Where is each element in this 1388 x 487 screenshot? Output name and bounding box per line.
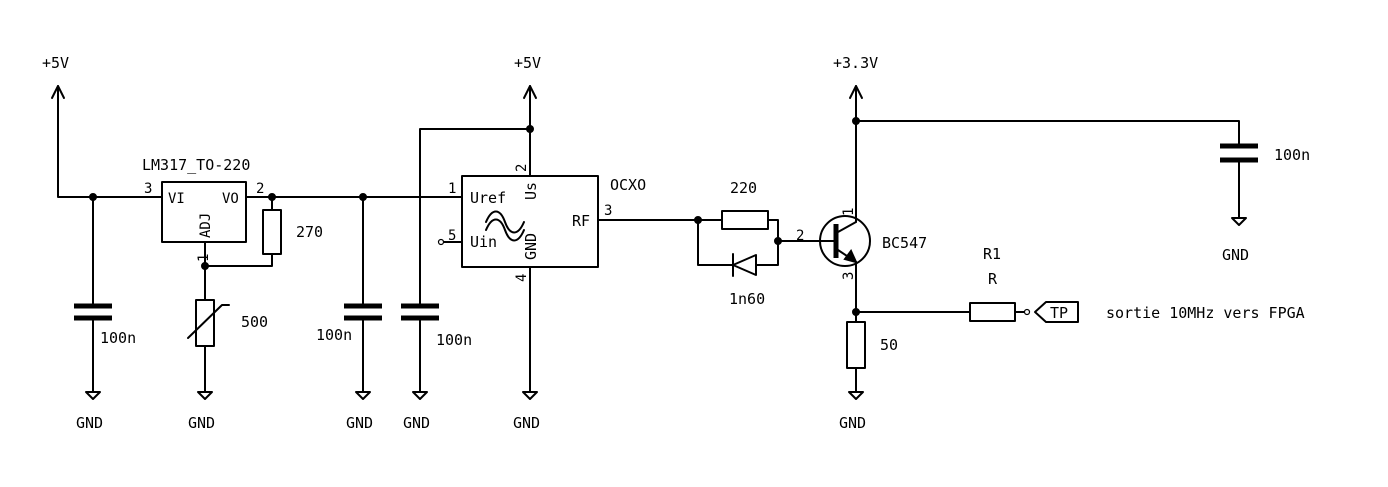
- ground-label: GND: [403, 414, 430, 432]
- ground-symbol: GND: [188, 391, 215, 432]
- pin-number: 3: [144, 181, 152, 197]
- ground-label: GND: [1222, 246, 1249, 264]
- ground-label: GND: [513, 414, 540, 432]
- capacitor-value: 100n: [436, 331, 472, 349]
- test-point-description: sortie 10MHz vers FPGA: [1106, 304, 1305, 322]
- diode-value: 1n60: [729, 290, 765, 308]
- ground-label: GND: [76, 414, 103, 432]
- ground-symbol: GND: [346, 391, 373, 432]
- resistor-220: 220: [721, 179, 769, 230]
- oscillator-ref: OCXO: [610, 176, 646, 194]
- pin-label-vo: VO: [222, 191, 239, 207]
- capacitor-value: 100n: [1274, 146, 1310, 164]
- potentiometer-500: 500: [187, 299, 268, 347]
- connection-point-icon: [1023, 308, 1031, 316]
- junctions: [89, 117, 860, 316]
- pin-number: 2: [514, 164, 530, 172]
- power-label: +3.3V: [833, 54, 878, 72]
- ground-label: GND: [346, 414, 373, 432]
- resistor-value: 270: [296, 223, 323, 241]
- resistor-50: 50: [846, 321, 898, 369]
- power-label: +5V: [514, 54, 541, 72]
- sine-wave-icon: [485, 218, 525, 242]
- pin-label-adj: ADJ: [198, 213, 214, 238]
- transistor-bc547: BC547 1 2 3: [796, 208, 927, 280]
- pin-label-vi: VI: [168, 191, 185, 207]
- pin-number: 1: [196, 254, 212, 262]
- capacitor-c1: 100n: [74, 303, 136, 347]
- capacitor-value: 100n: [316, 326, 352, 344]
- ground-label: GND: [188, 414, 215, 432]
- oscillator-ocxo: OCXO Uref Uin RF Us GND 1 5 3 2 4: [437, 164, 646, 282]
- regulator-lm317: LM317_TO-220 VI VO ADJ 3 2 1: [142, 156, 264, 262]
- power-symbol-5v-center: +5V: [514, 54, 541, 99]
- resistor-r1: R1 R: [969, 245, 1016, 322]
- pin-label-us: Us: [522, 182, 540, 200]
- pin-number: 5: [448, 228, 456, 244]
- test-point: TP sortie 10MHz vers FPGA: [1023, 301, 1305, 323]
- pin-number: 3: [841, 272, 857, 280]
- pin-label-uref: Uref: [470, 189, 506, 207]
- power-label: +5V: [42, 54, 69, 72]
- pin-number: 2: [256, 181, 264, 197]
- pin-number: 1: [841, 208, 857, 216]
- capacitor-c3: 100n: [401, 303, 472, 349]
- no-connect-icon: [437, 238, 445, 246]
- pin-label-gnd: GND: [522, 233, 540, 260]
- pin-label-uin: Uin: [470, 233, 497, 251]
- potentiometer-value: 500: [241, 313, 268, 331]
- capacitor-c2: 100n: [316, 303, 382, 344]
- ground-label: GND: [839, 414, 866, 432]
- power-symbol-3v3: +3.3V: [833, 54, 878, 99]
- sine-wave-icon: [485, 210, 525, 234]
- pin-number: 4: [514, 274, 530, 282]
- ground-symbol: GND: [839, 391, 866, 432]
- power-symbol-5v-left: +5V: [42, 54, 69, 99]
- resistor-value: R: [988, 270, 998, 288]
- ground-symbol: GND: [403, 391, 430, 432]
- capacitor-c4: 100n: [1220, 143, 1310, 164]
- resistor-270: 270: [262, 209, 323, 255]
- diode-1n60: 1n60: [729, 253, 765, 308]
- wires: [57, 85, 1240, 393]
- resistor-value: 50: [880, 336, 898, 354]
- ground-symbol: GND: [513, 391, 540, 432]
- ground-symbol: GND: [76, 391, 103, 432]
- resistor-ref: R1: [983, 245, 1001, 263]
- pin-number: 2: [796, 228, 804, 244]
- test-point-label: TP: [1050, 304, 1068, 322]
- transistor-ref: BC547: [882, 234, 927, 252]
- capacitor-value: 100n: [100, 329, 136, 347]
- ground-symbol: GND: [1222, 217, 1249, 264]
- pin-number: 1: [448, 181, 456, 197]
- pin-label-rf: RF: [572, 212, 590, 230]
- pin-number: 3: [604, 203, 612, 219]
- resistor-value: 220: [730, 179, 757, 197]
- regulator-ref: LM317_TO-220: [142, 156, 250, 174]
